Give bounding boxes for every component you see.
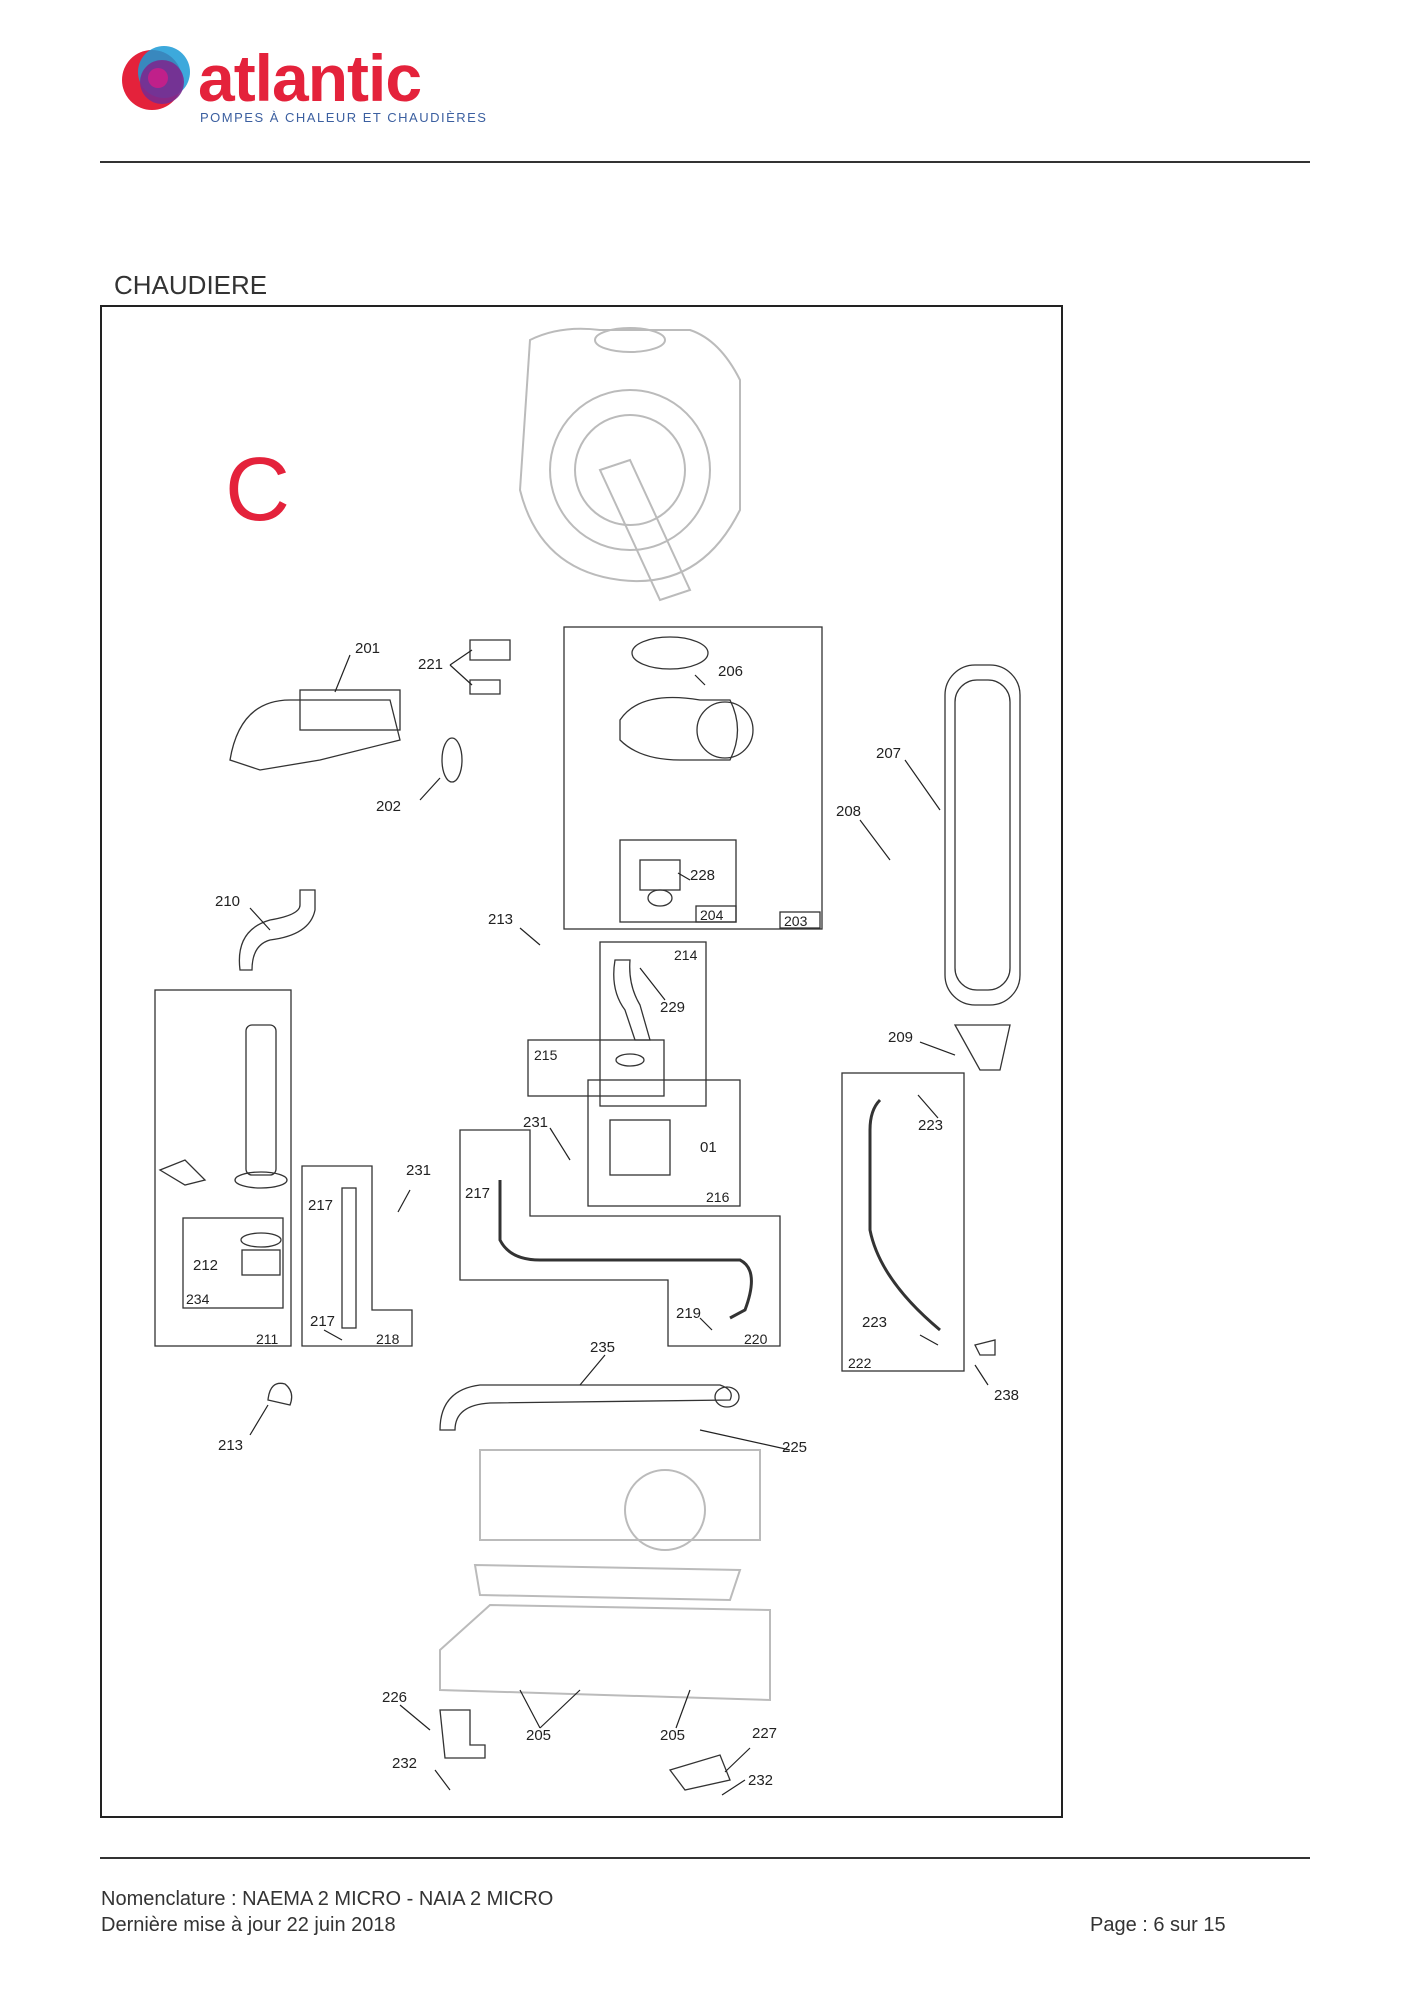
label-209: 209 (888, 1029, 913, 1046)
label-212: 212 (193, 1257, 218, 1274)
box-222 (841, 1072, 965, 1372)
label-217-bottom: 217 (310, 1313, 335, 1330)
label-206: 206 (718, 663, 743, 680)
label-205-right: 205 (660, 1727, 685, 1744)
label-215: 215 (534, 1047, 558, 1063)
label-232-left: 232 (392, 1755, 417, 1772)
label-210: 210 (215, 893, 240, 910)
box-220 (459, 1129, 781, 1347)
label-223-bottom: 223 (862, 1314, 887, 1331)
label-231-center: 231 (523, 1114, 548, 1131)
hydraulic-block-ghost (439, 1449, 771, 1702)
heat-exchanger-ghost (518, 327, 741, 602)
box-203 (563, 626, 823, 930)
box-214 (599, 941, 707, 1107)
label-223-top: 223 (918, 1117, 943, 1134)
section-letter: C (225, 440, 290, 540)
label-217-left: 217 (308, 1197, 333, 1214)
diagram-frame (100, 305, 1063, 1818)
label-01: 01 (700, 1139, 717, 1156)
box-215 (527, 1039, 665, 1097)
box-218 (301, 1165, 413, 1347)
label-221: 221 (418, 656, 443, 673)
label-226: 226 (382, 1689, 407, 1706)
label-235: 235 (590, 1339, 615, 1356)
label-222: 222 (848, 1355, 872, 1371)
label-204: 204 (700, 907, 724, 923)
section-title: CHAUDIERE (114, 270, 268, 300)
box-211 (154, 989, 292, 1347)
label-213-top: 213 (488, 911, 513, 928)
atlantic-logo-icon (122, 46, 190, 110)
label-234: 234 (186, 1291, 210, 1307)
expansion-vessel (944, 664, 1021, 1006)
brand-tagline: POMPES À CHALEUR ET CHAUDIÈRES (200, 110, 488, 125)
label-217-mid: 217 (465, 1185, 490, 1202)
box-234 (182, 1217, 284, 1309)
label-202: 202 (376, 798, 401, 815)
label-211: 211 (256, 1331, 279, 1347)
footer-page-number: Page : 6 sur 15 (1090, 1914, 1226, 1936)
footer-updated: Dernière mise à jour 22 juin 2018 (101, 1914, 396, 1936)
label-219: 219 (676, 1305, 701, 1322)
label-216: 216 (706, 1189, 730, 1205)
label-229: 229 (660, 999, 685, 1016)
label-220: 220 (744, 1331, 768, 1347)
box-216 (587, 1079, 741, 1207)
label-207: 207 (876, 745, 901, 762)
label-238: 238 (994, 1387, 1019, 1404)
label-213-bottom: 213 (218, 1437, 243, 1454)
label-232-right: 232 (748, 1772, 773, 1789)
footer-nomenclature: Nomenclature : NAEMA 2 MICRO - NAIA 2 MI… (101, 1888, 554, 1910)
label-201: 201 (355, 640, 380, 657)
label-214: 214 (674, 947, 698, 963)
label-218: 218 (376, 1331, 400, 1347)
label-205-left: 205 (526, 1727, 551, 1744)
footer-divider (100, 1857, 1310, 1859)
box-204 (619, 839, 737, 923)
label-231-left: 231 (406, 1162, 431, 1179)
label-225: 225 (782, 1439, 807, 1456)
label-227: 227 (752, 1725, 777, 1742)
label-203: 203 (784, 913, 808, 929)
label-208: 208 (836, 803, 861, 820)
header-divider (100, 161, 1310, 163)
brand-name: atlantic (198, 41, 422, 115)
label-228: 228 (690, 867, 715, 884)
